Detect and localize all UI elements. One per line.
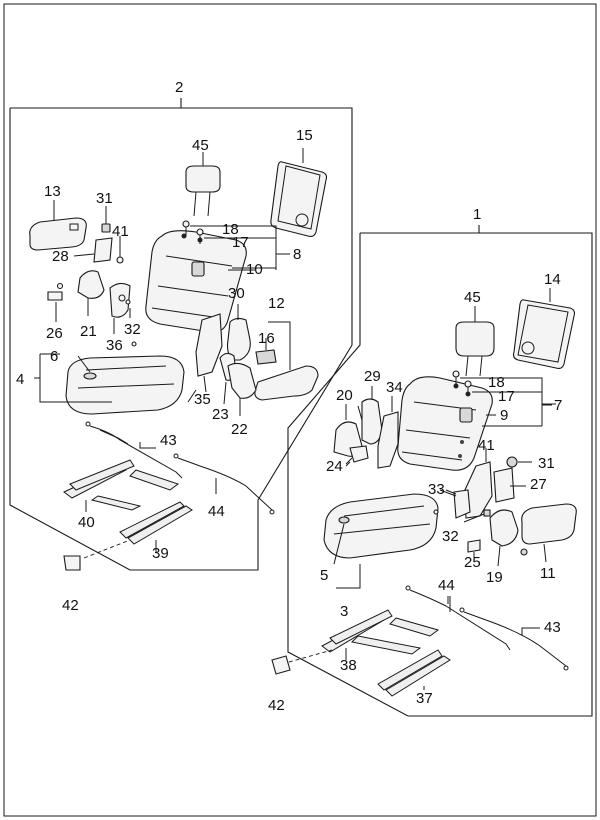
rail-cover-right <box>271 655 291 675</box>
seatback-panel-left <box>270 148 328 238</box>
callout-2: 2 <box>175 79 183 96</box>
recliner-hardware-left <box>47 206 137 347</box>
callout-39: 39 <box>152 545 169 562</box>
seatback-left <box>145 230 247 333</box>
callout-7: 7 <box>554 397 562 414</box>
headrest-left <box>185 152 221 217</box>
callout-44b: 44 <box>438 577 455 594</box>
callout-19: 19 <box>486 569 503 586</box>
callout-17b: 17 <box>498 388 515 405</box>
callout-labels: 1 2 3 4 5 6 7 8 9 10 11 12 13 14 15 16 1… <box>16 79 562 714</box>
callout-18b: 18 <box>488 374 505 391</box>
armrest-left <box>29 200 87 251</box>
callout-6: 6 <box>50 348 58 365</box>
page-border <box>3 3 597 817</box>
seatback-panel-right <box>512 288 576 370</box>
callout-28: 28 <box>52 248 69 265</box>
callout-26: 26 <box>46 325 63 342</box>
callout-44a: 44 <box>208 503 225 520</box>
headrest-guides-left <box>182 220 290 270</box>
callout-37: 37 <box>416 690 433 707</box>
callout-20: 20 <box>336 387 353 404</box>
callout-41b: 41 <box>478 437 495 454</box>
callout-45a: 45 <box>192 137 209 154</box>
callout-32a: 32 <box>124 321 141 338</box>
callout-12: 12 <box>268 295 285 312</box>
left-seat-assembly-frame <box>9 98 353 571</box>
callout-15: 15 <box>296 127 313 144</box>
seat-rails-right <box>281 609 451 697</box>
callout-31a: 31 <box>96 190 113 207</box>
armrest-right <box>463 503 577 567</box>
seat-cushion-left <box>39 353 185 415</box>
callout-32b: 32 <box>442 528 459 545</box>
callout-30: 30 <box>228 285 245 302</box>
callout-27: 27 <box>530 476 547 493</box>
callout-16: 16 <box>258 330 275 347</box>
seatback-right <box>397 376 493 471</box>
callout-42b: 42 <box>268 697 285 714</box>
callout-14: 14 <box>544 271 561 288</box>
callout-45b: 45 <box>464 289 481 306</box>
callout-43b: 43 <box>544 619 561 636</box>
callout-34: 34 <box>386 379 403 396</box>
callout-4: 4 <box>16 371 24 388</box>
callout-22: 22 <box>231 421 248 438</box>
callout-36: 36 <box>106 337 123 354</box>
headrest-guides-right <box>452 370 556 427</box>
callout-21: 21 <box>80 323 97 340</box>
callout-29: 29 <box>364 368 381 385</box>
callout-40: 40 <box>78 514 95 531</box>
rail-cover-left <box>63 555 81 571</box>
callout-24: 24 <box>326 458 343 475</box>
right-seat-assembly-frame <box>287 225 593 717</box>
callout-33: 33 <box>428 481 445 498</box>
headrest-right <box>455 306 495 377</box>
callout-17a: 17 <box>232 234 249 251</box>
seat-rails-left <box>63 459 193 559</box>
callout-23: 23 <box>212 406 229 423</box>
cables-right <box>405 585 569 671</box>
callout-42a: 42 <box>62 597 79 614</box>
callout-31b: 31 <box>538 455 555 472</box>
side-trim-left <box>195 304 319 416</box>
callout-9: 9 <box>500 407 508 424</box>
callout-1: 1 <box>473 206 481 223</box>
callout-18a: 18 <box>222 221 239 238</box>
cables-left <box>85 421 275 515</box>
seat-cushion-right <box>323 493 439 589</box>
leader-lines <box>34 269 552 629</box>
callout-13: 13 <box>44 183 61 200</box>
recliner-covers-right <box>333 386 399 469</box>
callout-25: 25 <box>464 554 481 571</box>
callout-41a: 41 <box>112 223 129 240</box>
callout-5: 5 <box>320 567 328 584</box>
callout-8: 8 <box>293 246 301 263</box>
callout-11: 11 <box>540 565 556 582</box>
callout-35: 35 <box>194 391 211 408</box>
callout-38: 38 <box>340 657 357 674</box>
callout-3: 3 <box>340 603 348 620</box>
callout-43a: 43 <box>160 432 177 449</box>
